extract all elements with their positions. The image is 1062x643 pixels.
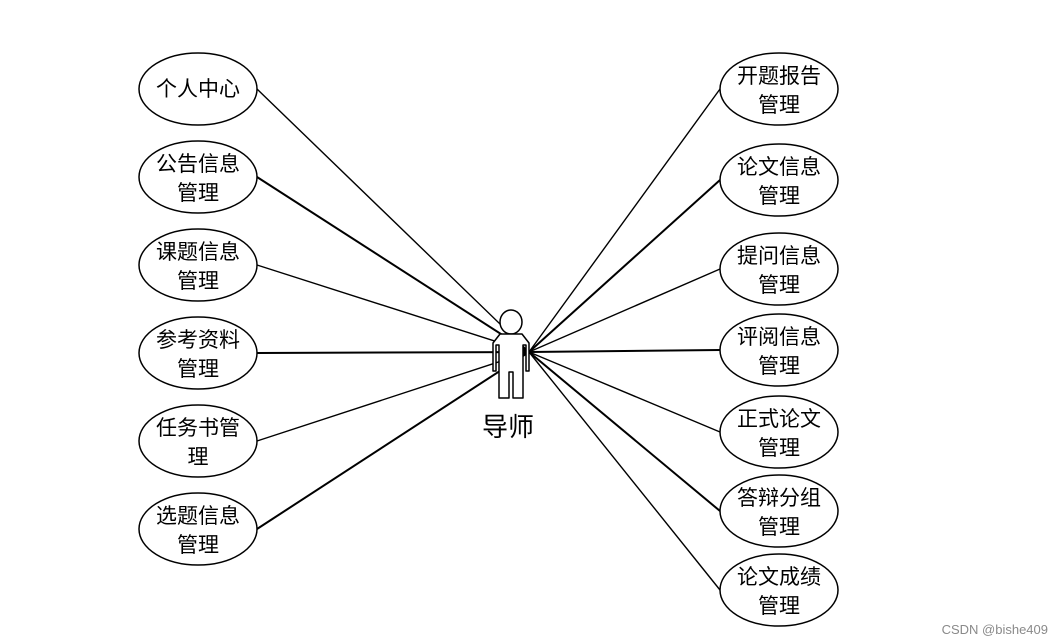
use-case-label: 管理 — [758, 515, 800, 539]
association-line — [528, 351, 721, 433]
use-case-ellipse — [138, 492, 258, 566]
use-case-ellipse — [719, 474, 839, 548]
use-case-label: 正式论文 — [737, 407, 821, 431]
association-lines — [256, 88, 721, 591]
use-case-label: 答辩分组 — [737, 486, 821, 510]
use-case-label: 管理 — [758, 93, 800, 117]
watermark: CSDN @bishe409 — [941, 622, 1048, 637]
association-line — [528, 179, 721, 353]
association-line — [256, 351, 530, 530]
actor-figure: 导师 — [482, 309, 534, 443]
use-case-label: 参考资料 — [156, 328, 240, 352]
use-case-label: 管理 — [177, 269, 219, 293]
use-case-label: 理 — [188, 445, 209, 469]
use-case-label: 课题信息 — [156, 240, 240, 264]
use-case-label: 管理 — [758, 354, 800, 378]
use-case-label: 管理 — [758, 436, 800, 460]
association-line — [256, 351, 530, 354]
use-case-label: 开题报告 — [737, 64, 821, 88]
association-line — [528, 349, 721, 353]
use-case-label: 管理 — [758, 273, 800, 297]
use-case-label: 选题信息 — [156, 504, 240, 528]
use-case-label: 管理 — [758, 594, 800, 618]
association-line — [256, 88, 530, 353]
use-case-ellipse — [138, 52, 258, 126]
use-case-label: 个人中心 — [156, 77, 240, 101]
use-case: 个人中心 — [138, 52, 258, 126]
association-line — [256, 351, 530, 442]
use-case-label: 管理 — [177, 533, 219, 557]
association-line — [528, 268, 721, 353]
use-case-ellipse — [719, 395, 839, 469]
actor-body — [492, 333, 530, 399]
use-case-label: 评阅信息 — [737, 325, 821, 349]
use-case-label: 公告信息 — [156, 152, 240, 176]
association-line — [256, 176, 530, 353]
association-line — [256, 264, 530, 353]
use-case-label: 管理 — [177, 357, 219, 381]
use-cases: 个人中心公告信息管理课题信息管理参考资料管理任务书管理选题信息管理开题报告管理论… — [138, 52, 839, 627]
use-case-ellipse — [138, 404, 258, 478]
association-line — [528, 88, 721, 353]
use-case-label: 管理 — [758, 184, 800, 208]
use-case-label: 管理 — [177, 181, 219, 205]
association-line — [528, 351, 721, 591]
use-case-ellipse — [138, 316, 258, 390]
use-case-label: 提问信息 — [737, 244, 821, 268]
use-case-ellipse — [719, 232, 839, 306]
actor-label: 导师 — [482, 413, 534, 443]
use-case-label: 论文成绩 — [737, 565, 821, 589]
use-case-label: 论文信息 — [737, 155, 821, 179]
use-case-ellipse — [719, 52, 839, 126]
association-line — [528, 351, 721, 512]
actor-head — [499, 309, 523, 335]
use-case-ellipse — [719, 313, 839, 387]
use-case-ellipse — [719, 143, 839, 217]
use-case-label: 任务书管 — [156, 416, 240, 440]
use-case-ellipse — [138, 140, 258, 214]
use-case-ellipse — [719, 553, 839, 627]
use-case-ellipse — [138, 228, 258, 302]
